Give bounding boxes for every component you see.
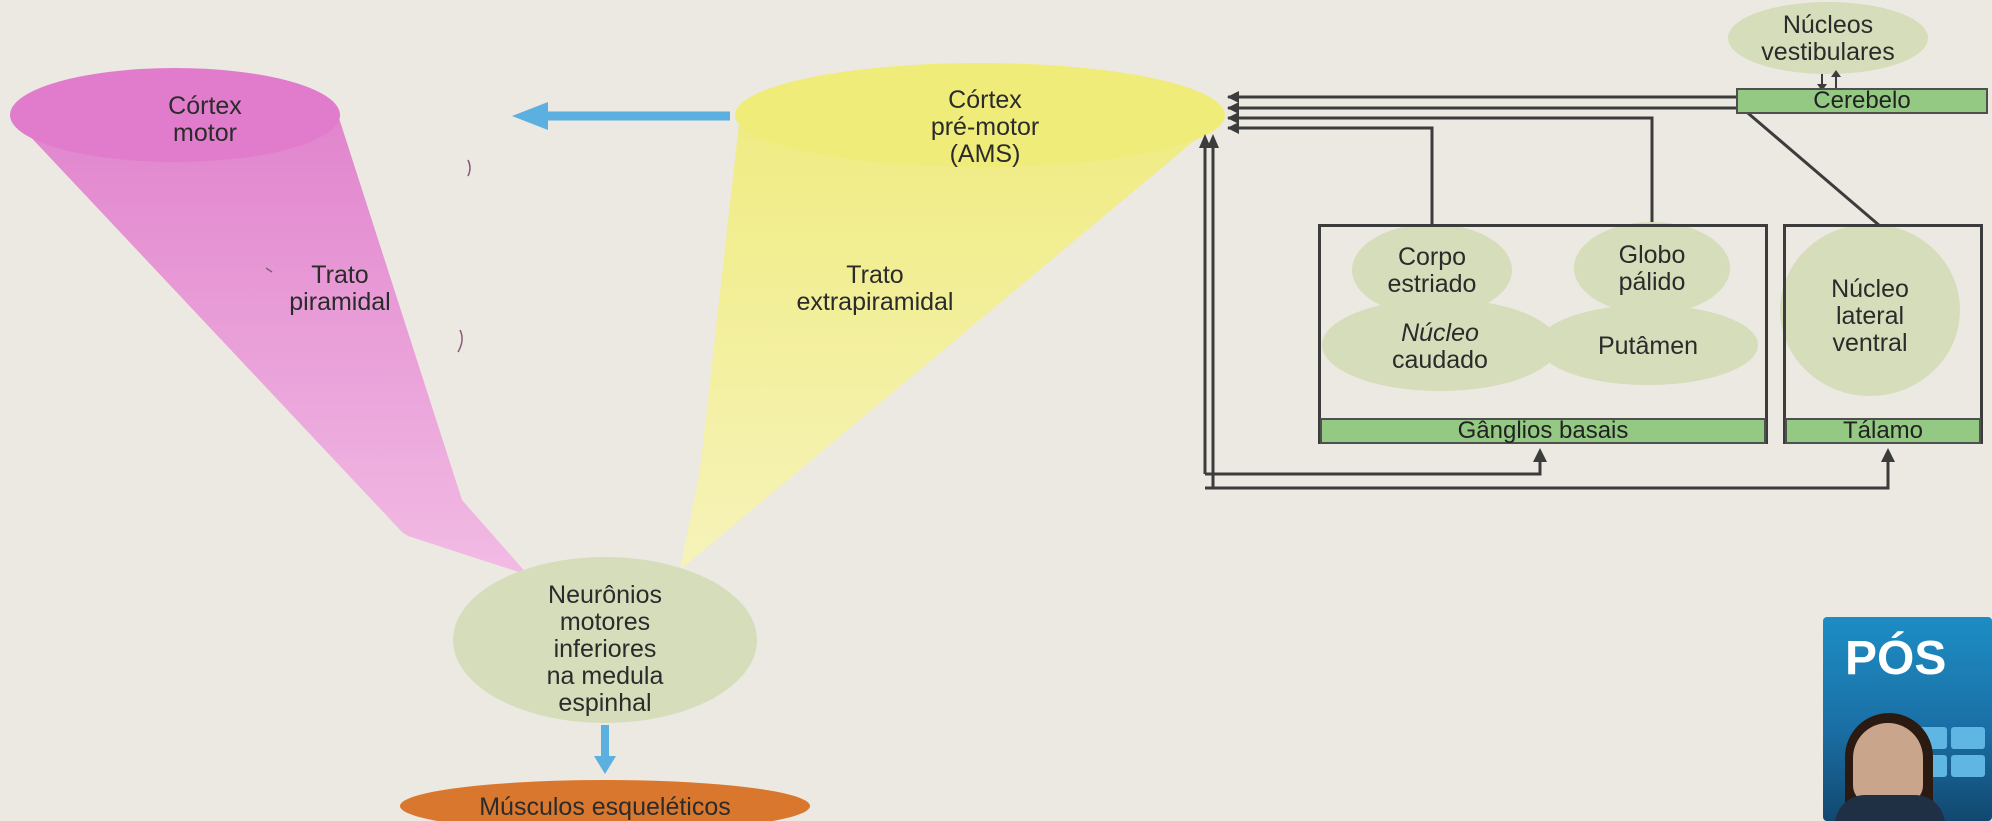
promo-tile xyxy=(1951,727,1985,749)
nucleo-caudado-node xyxy=(1322,299,1558,391)
talamo-bar: Tálamo xyxy=(1785,418,1981,444)
skeletal-muscles-node xyxy=(400,780,810,821)
decorative-marks xyxy=(265,159,471,353)
corpo-estriado-label: Corpo estriado xyxy=(1387,243,1477,298)
globo-palido-node xyxy=(1574,222,1730,314)
vestibular-nuclei-node xyxy=(1728,2,1928,74)
promo-thumbnail[interactable]: PÓS xyxy=(1823,617,1992,821)
nucleo-lateral-ventral-node xyxy=(1780,224,1960,396)
extrapyramidal-tract-cone xyxy=(680,63,1225,570)
corpo-estriado-node xyxy=(1352,224,1512,316)
trato-piramidal-label: Trato piramidal xyxy=(289,261,391,316)
ganglios-basais-label: Gânglios basais xyxy=(1457,417,1629,444)
globo-palido-label: Globo pálido xyxy=(1618,241,1686,296)
arrow-vestibular-cerebellum xyxy=(1817,70,1841,91)
nucleo-caudado-italic-word: Núcleo xyxy=(1401,319,1479,347)
promo-title: PÓS xyxy=(1845,632,1947,685)
promo-person-face xyxy=(1853,723,1923,803)
trato-extrapiramidal-label: Trato extrapiramidal xyxy=(796,261,954,316)
pyramidal-tract-cone xyxy=(10,68,528,575)
talamo-label: Tálamo xyxy=(1842,417,1924,444)
musculos-label: Músculos esqueléticos xyxy=(479,793,731,821)
lower-motor-neurons-node xyxy=(453,557,757,723)
neuronios-label: Neurônios motores inferiores na medula e… xyxy=(546,581,664,717)
nucleo-lateral-ventral-label: Núcleo lateral ventral xyxy=(1831,275,1909,357)
putamen-label: Putâmen xyxy=(1597,332,1699,360)
cortex-premotor-label: Córtex pré-motor (AMS) xyxy=(930,86,1040,168)
nucleos-vestibulares-label: Núcleos vestibulares xyxy=(1761,11,1895,66)
feedback-arrowheads xyxy=(1199,134,1895,462)
promo-tile xyxy=(1951,755,1985,777)
arrow-premotor-to-motor xyxy=(512,102,730,130)
arrow-neurons-to-muscles xyxy=(594,725,616,774)
cerebelo-bar: Cerebelo xyxy=(1736,88,1988,114)
promo-person-shirt xyxy=(1835,795,1945,821)
putamen-node xyxy=(1538,305,1758,385)
ganglios-basais-bar: Gânglios basais xyxy=(1320,418,1766,444)
nucleo-caudado-label: Núcleo caudado xyxy=(1392,319,1488,374)
cerebelo-label: Cerebelo xyxy=(1813,87,1911,114)
cortex-motor-label: Córtex motor xyxy=(168,92,242,147)
